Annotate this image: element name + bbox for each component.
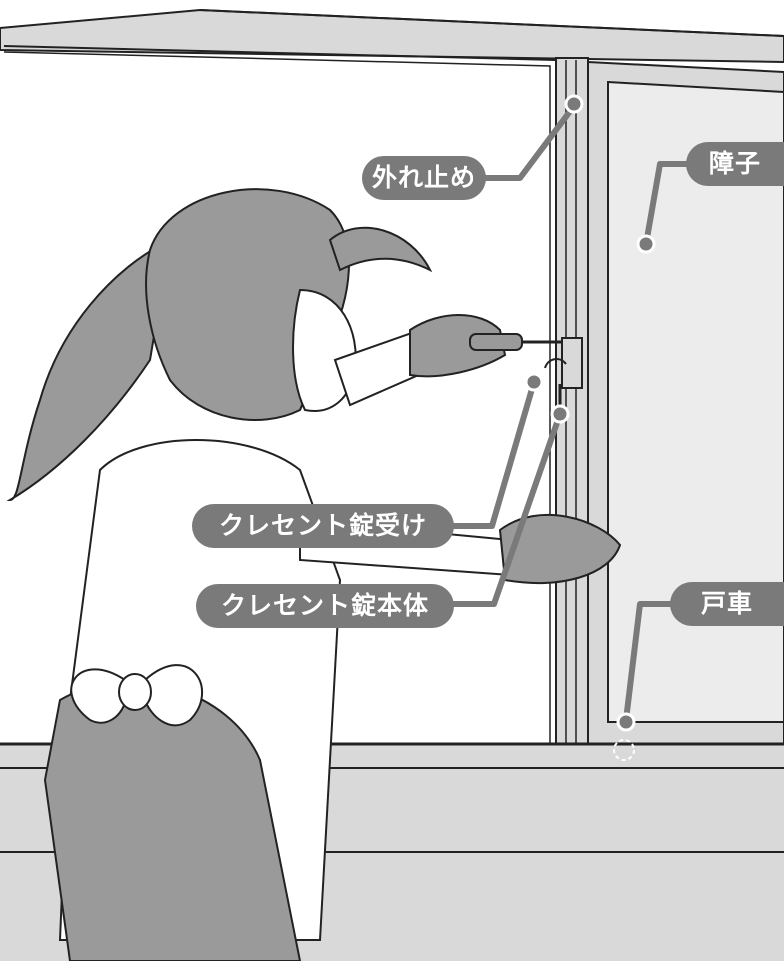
woman-figure — [6, 188, 622, 961]
dot-crescent-hontai — [550, 404, 570, 424]
label-hazure-dome-text: 外れ止め — [371, 163, 476, 192]
label-shoji-text: 障子 — [708, 149, 761, 178]
leader-hazure-dome — [475, 103, 577, 181]
label-crescent-uke-text: クレセント錠受け — [218, 511, 427, 540]
right-sash — [587, 60, 784, 745]
apron-bow — [70, 664, 203, 727]
leader-lines — [447, 103, 695, 723]
label-crescent-uke: クレセント錠受け — [192, 504, 454, 548]
leader-shoji — [643, 161, 695, 247]
dot-shoji — [636, 234, 656, 254]
leader-crescent-hontai — [447, 411, 563, 607]
leader-dots — [524, 94, 656, 732]
leader-tosha — [623, 601, 679, 723]
label-crescent-hontai-text: クレセント錠本体 — [220, 591, 429, 620]
label-shoji: 障子 — [686, 142, 784, 186]
label-tosha-text: 戸車 — [700, 589, 753, 618]
dot-tosha — [616, 712, 636, 732]
crescent-lock — [544, 337, 583, 412]
roller-marker — [613, 739, 635, 761]
dot-crescent-uke — [524, 372, 544, 392]
label-tosha: 戸車 — [670, 582, 784, 626]
label-hazure-dome: 外れ止め — [362, 156, 486, 200]
leader-crescent-uke — [447, 379, 537, 529]
label-crescent-hontai: クレセント錠本体 — [196, 584, 454, 628]
dot-hazure-dome — [564, 94, 584, 114]
